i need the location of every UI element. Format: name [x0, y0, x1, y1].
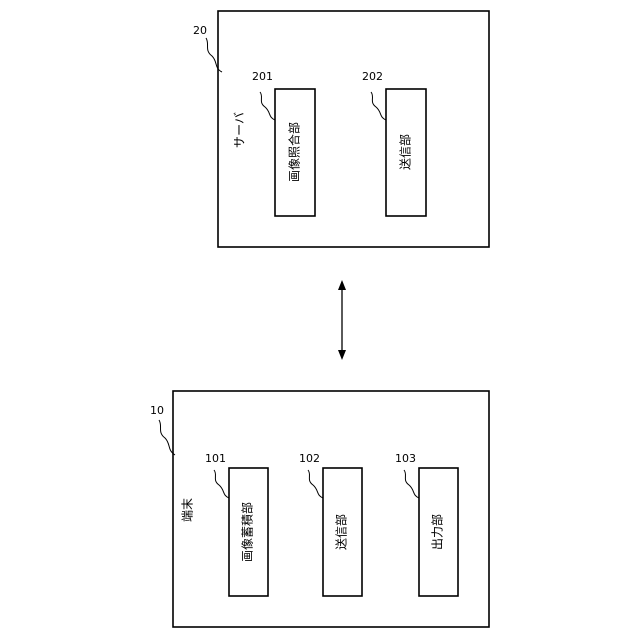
connection-arrow: [338, 280, 346, 360]
terminal-ref-number: 10: [150, 404, 164, 417]
terminal-unit-101-ref-number: 101: [205, 452, 226, 465]
terminal-title: 端末: [181, 498, 195, 522]
server-unit-201-ref-number: 201: [252, 70, 273, 83]
connection-arrow-head-down: [338, 350, 346, 360]
terminal-block: 10 端末 101 画像蓄積部 102 送信部 103 出力部: [150, 391, 489, 627]
server-frame: [218, 11, 489, 247]
terminal-unit-image-storage-label: 画像蓄積部: [240, 502, 255, 562]
connection-arrow-head-up: [338, 280, 346, 290]
server-ref-number: 20: [193, 24, 207, 37]
terminal-unit-output-label: 出力部: [430, 514, 445, 550]
server-unit-202-ref-number: 202: [362, 70, 383, 83]
server-block: 20 サーバ 201 画像照合部 202 送信部: [193, 11, 489, 247]
terminal-unit-transmitter-label: 送信部: [334, 514, 349, 550]
terminal-unit-103-ref-number: 103: [395, 452, 416, 465]
server-unit-transmitter-label: 送信部: [398, 134, 413, 170]
terminal-unit-102-ref-number: 102: [299, 452, 320, 465]
server-title: サーバ: [233, 112, 247, 148]
server-unit-image-matching-label: 画像照合部: [287, 122, 302, 182]
